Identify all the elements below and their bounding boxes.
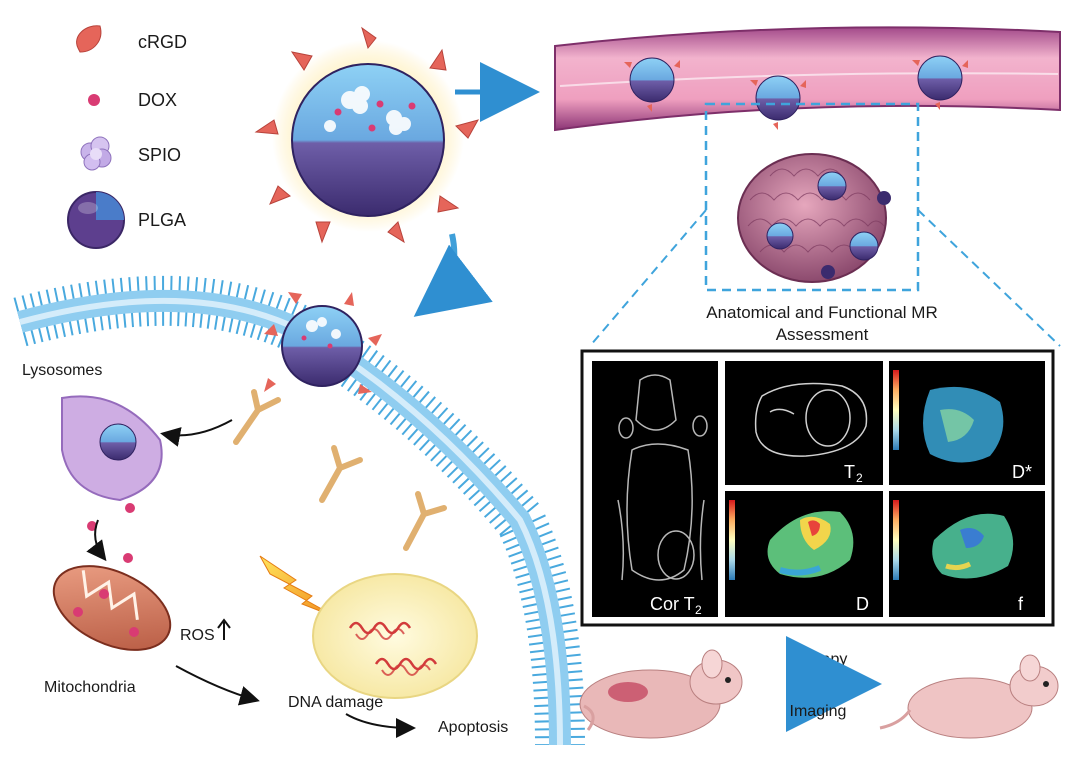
legend-item-dox: DOX bbox=[88, 90, 177, 110]
mr-panel-label-f: f bbox=[1018, 594, 1024, 614]
legend-label-dox: DOX bbox=[138, 90, 177, 110]
label-ros: ROS bbox=[180, 627, 215, 644]
mr-panel-label-cor-t2: Cor T bbox=[650, 594, 695, 614]
mr-panel-cor-t2: Cor T 2 bbox=[592, 361, 718, 617]
mr-panel-label-d: D bbox=[856, 594, 869, 614]
mr-panel-f: f bbox=[889, 491, 1045, 617]
mouse-before-therapy bbox=[579, 649, 743, 739]
nanoparticle-large bbox=[254, 26, 480, 244]
plga-sphere-icon bbox=[67, 191, 125, 249]
ligand-ring bbox=[254, 26, 480, 244]
label-mitochondria: Mitochondria bbox=[44, 679, 136, 696]
released-dox bbox=[87, 503, 135, 563]
label-apoptosis: Apoptosis bbox=[438, 719, 508, 736]
mr-caption-line1: Anatomical and Functional MR bbox=[706, 303, 938, 322]
legend-label-spio: SPIO bbox=[138, 145, 181, 165]
ros-up-arrow bbox=[217, 618, 231, 640]
nucleus bbox=[312, 573, 478, 699]
label-therapy: Therapy bbox=[789, 651, 848, 668]
mr-panel-sub-t2: 2 bbox=[856, 471, 863, 485]
arrow-to-mitochondria bbox=[86, 519, 107, 562]
legend-item-spio: SPIO bbox=[80, 136, 181, 171]
spio-cluster-icon bbox=[80, 136, 112, 171]
mitochondrion bbox=[52, 565, 172, 651]
mr-panel-label-dstar: D* bbox=[1012, 462, 1032, 482]
label-dna-damage: DNA damage bbox=[288, 694, 383, 711]
legend-label-crgd: cRGD bbox=[138, 32, 187, 52]
flow-arrow-to-cell bbox=[413, 233, 493, 317]
mouse-after-therapy bbox=[879, 654, 1059, 739]
mr-caption-line2: Assessment bbox=[776, 325, 869, 344]
tumor bbox=[737, 153, 891, 283]
mr-panel-sub-cor-t2: 2 bbox=[695, 603, 702, 617]
receptor bbox=[233, 389, 447, 551]
endocytosis-arrow bbox=[160, 419, 233, 447]
legend-item-crgd: cRGD bbox=[76, 25, 187, 53]
mr-panel-label-t2: T bbox=[844, 462, 855, 482]
mr-image-panel: Cor T 2 T 2 D* bbox=[580, 349, 1055, 627]
blood-vessel bbox=[554, 26, 1061, 132]
label-imaging: Imaging bbox=[790, 703, 847, 720]
zoom-box bbox=[704, 102, 920, 292]
label-lysosomes: Lysosomes bbox=[22, 362, 102, 379]
mr-panel-t2: T 2 bbox=[725, 361, 883, 485]
legend-label-plga: PLGA bbox=[138, 210, 186, 230]
legend: cRGD DOX SPIO PLGA bbox=[67, 25, 187, 249]
nanoparticle-at-membrane bbox=[264, 292, 382, 394]
cell-membrane bbox=[13, 275, 585, 746]
leaf-ligand-icon bbox=[76, 25, 102, 53]
lysosome bbox=[61, 395, 163, 502]
drug-dot-icon bbox=[88, 94, 100, 106]
arrow-to-dna-damage bbox=[175, 665, 260, 706]
arrow-to-apoptosis bbox=[345, 713, 416, 738]
mr-panel-dstar: D* bbox=[889, 361, 1045, 485]
vessel-nanoparticle bbox=[629, 55, 963, 121]
mr-panel-d: D bbox=[725, 491, 883, 617]
legend-item-plga: PLGA bbox=[67, 191, 186, 249]
